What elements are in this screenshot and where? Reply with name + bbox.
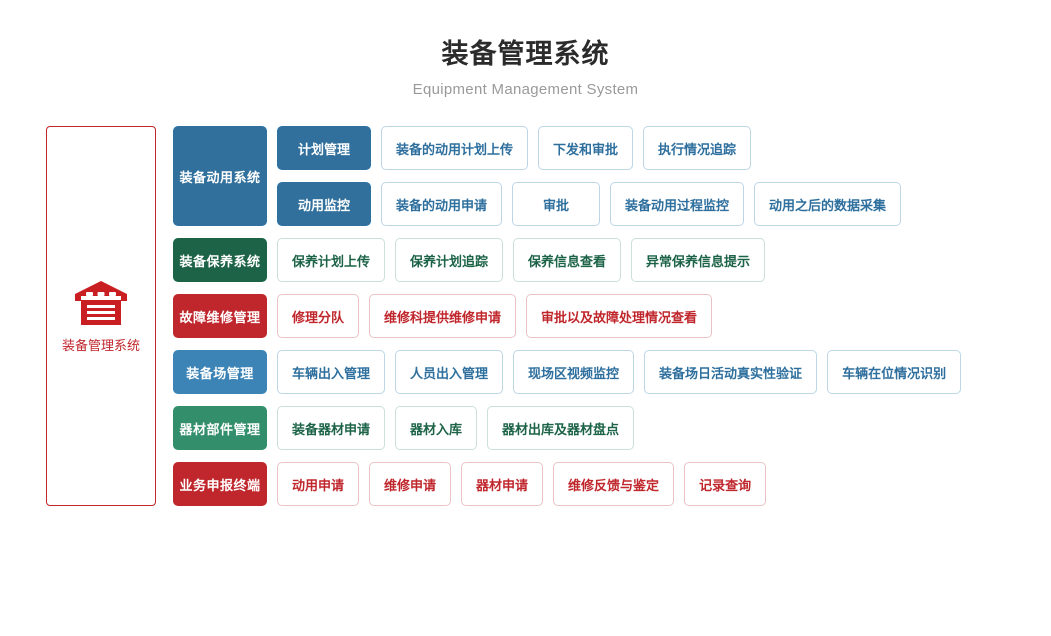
leaf-item[interactable]: 装备的动用计划上传 bbox=[381, 126, 529, 170]
leaf-item[interactable]: 保养信息查看 bbox=[513, 238, 622, 282]
leaf-item[interactable]: 器材出库及器材盘点 bbox=[487, 406, 635, 450]
leaf-item[interactable]: 装备动用过程监控 bbox=[610, 182, 745, 226]
module-row-parts-management: 器材部件管理 装备器材申请 器材入库 器材出库及器材盘点 bbox=[173, 406, 961, 450]
category-equipment-yard[interactable]: 装备场管理 bbox=[173, 350, 267, 394]
leaf-item[interactable]: 动用之后的数据采集 bbox=[754, 182, 902, 226]
module-row-equipment-yard: 装备场管理 车辆出入管理 人员出入管理 现场区视频监控 装备场日活动真实性验证 … bbox=[173, 350, 962, 394]
leaf-item[interactable]: 执行情况追踪 bbox=[643, 126, 752, 170]
leaf-item[interactable]: 器材入库 bbox=[395, 406, 478, 450]
leaf-item[interactable]: 保养计划追踪 bbox=[395, 238, 504, 282]
module-row-service-declaration: 业务申报终端 动用申请 维修申请 器材申请 维修反馈与鉴定 记录查询 bbox=[173, 462, 961, 506]
category-parts-management[interactable]: 器材部件管理 bbox=[173, 406, 267, 450]
leaf-item[interactable]: 下发和审批 bbox=[538, 126, 634, 170]
hub-label: 装备管理系统 bbox=[61, 337, 140, 353]
leaf-item[interactable]: 异常保养信息提示 bbox=[631, 238, 766, 282]
leaf-item[interactable]: 审批 bbox=[512, 182, 601, 226]
page-header: 装备管理系统 Equipment Management System bbox=[0, 0, 1051, 98]
hub-panel[interactable]: 装备管理系统 bbox=[46, 126, 156, 506]
leaf-item[interactable]: 车辆出入管理 bbox=[277, 350, 386, 394]
module-row-equipment-deployment: 装备动用系统 计划管理 装备的动用计划上传 下发和审批 执行情况追踪 动用监控 … bbox=[173, 126, 961, 226]
warehouse-icon bbox=[73, 279, 129, 327]
category-service-declaration[interactable]: 业务申报终端 bbox=[173, 462, 267, 506]
module-row-fault-repair: 故障维修管理 修理分队 维修科提供维修申请 审批以及故障处理情况查看 bbox=[173, 294, 961, 338]
subcategory-deployment-monitoring[interactable]: 动用监控 bbox=[277, 182, 371, 226]
leaf-item[interactable]: 维修科提供维修申请 bbox=[369, 294, 517, 338]
leaf-item[interactable]: 装备的动用申请 bbox=[381, 182, 503, 226]
leaf-item[interactable]: 车辆在位情况识别 bbox=[827, 350, 962, 394]
subcategory-plan-management[interactable]: 计划管理 bbox=[277, 126, 371, 170]
subgroup-stack: 计划管理 装备的动用计划上传 下发和审批 执行情况追踪 动用监控 装备的动用申请… bbox=[277, 126, 902, 226]
subgroup-deployment-monitoring: 动用监控 装备的动用申请 审批 装备动用过程监控 动用之后的数据采集 bbox=[277, 182, 902, 226]
leaf-item[interactable]: 人员出入管理 bbox=[395, 350, 504, 394]
leaf-item[interactable]: 装备场日活动真实性验证 bbox=[644, 350, 818, 394]
category-equipment-maintenance[interactable]: 装备保养系统 bbox=[173, 238, 267, 282]
category-fault-repair[interactable]: 故障维修管理 bbox=[173, 294, 267, 338]
architecture-diagram: 装备管理系统 装备动用系统 计划管理 装备的动用计划上传 下发和审批 执行情况追… bbox=[0, 126, 1051, 506]
subgroup-plan-management: 计划管理 装备的动用计划上传 下发和审批 执行情况追踪 bbox=[277, 126, 901, 170]
category-equipment-deployment[interactable]: 装备动用系统 bbox=[173, 126, 267, 226]
leaf-item[interactable]: 记录查询 bbox=[684, 462, 767, 506]
leaf-item[interactable]: 现场区视频监控 bbox=[513, 350, 635, 394]
leaf-item[interactable]: 装备器材申请 bbox=[277, 406, 386, 450]
leaf-item[interactable]: 器材申请 bbox=[461, 462, 544, 506]
leaf-item[interactable]: 审批以及故障处理情况查看 bbox=[526, 294, 713, 338]
page-subtitle: Equipment Management System bbox=[412, 80, 639, 98]
module-row-equipment-maintenance: 装备保养系统 保养计划上传 保养计划追踪 保养信息查看 异常保养信息提示 bbox=[173, 238, 961, 282]
leaf-item[interactable]: 维修申请 bbox=[369, 462, 452, 506]
module-rows: 装备动用系统 计划管理 装备的动用计划上传 下发和审批 执行情况追踪 动用监控 … bbox=[173, 126, 962, 506]
leaf-item[interactable]: 修理分队 bbox=[277, 294, 360, 338]
page-title: 装备管理系统 bbox=[441, 39, 610, 69]
leaf-item[interactable]: 保养计划上传 bbox=[277, 238, 386, 282]
leaf-item[interactable]: 动用申请 bbox=[277, 462, 360, 506]
leaf-item[interactable]: 维修反馈与鉴定 bbox=[553, 462, 675, 506]
